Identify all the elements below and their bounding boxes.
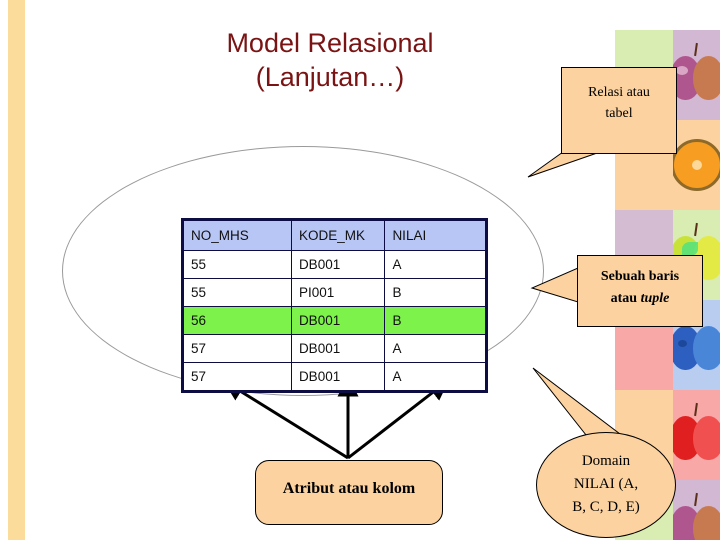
callout-atribut-label: Atribut atau kolom [282,480,416,497]
callout-sebuah-baris: Sebuah baris atau tuple [577,255,703,327]
column-header-kode-mk: KODE_MK [290,219,386,251]
table-row: 55 DB001 A [182,250,487,279]
cell-kode-mk: DB001 [290,334,386,363]
band-fruit-apple-magenta-icon [673,30,720,120]
column-header-nilai: NILAI [384,219,487,251]
callout-relasi-line-1: Relasi atau [588,85,650,100]
title-line-1: Model Relasional [226,28,434,58]
cell-kode-mk: DB001 [290,362,386,392]
cell-kode-mk: PI001 [290,278,386,307]
band-color-block [615,0,673,30]
cell-nilai: A [384,250,487,279]
callout-relasi-tabel: Relasi atau tabel [561,67,677,154]
callout-baris-line-2: atau tuple [578,288,702,310]
cell-kode-mk: DB001 [290,250,386,279]
band-fruit-orange-slice-icon [673,120,720,210]
cell-no-mhs: 57 [182,362,292,392]
cell-kode-mk: DB001 [290,306,386,335]
cell-no-mhs: 55 [182,278,292,307]
table-row: 57 DB001 A [182,334,487,363]
cell-nilai: A [384,362,487,392]
band-fruit-apple-magenta-icon [673,480,720,540]
relation-table: NO_MHS KODE_MK NILAI 55 DB001 A 55 PI001… [181,218,488,393]
callout-baris-line-1: Sebuah baris [600,269,680,284]
cell-nilai: B [384,278,487,307]
callout-domain-line-1: Domain [581,453,631,469]
band-color-block [673,0,720,30]
cell-nilai: B [384,306,487,335]
cell-no-mhs: 55 [182,250,292,279]
table-row: 57 DB001 A [182,362,487,392]
table-row: 55 PI001 B [182,278,487,307]
band-fruit-apple-red-icon [673,390,720,480]
callout-domain-nilai: Domain NILAI (A, B, C, D, E) [536,432,676,538]
callout-atribut-kolom: Atribut atau kolom [255,460,443,525]
callout-baris-tuple: tuple [640,291,670,306]
callout-domain-line-2: NILAI (A, [573,476,639,492]
callout-domain-line-3: B, C, D, E) [572,499,640,515]
slide-title: Model Relasional (Lanjutan…) [140,26,520,94]
cell-no-mhs: 56 [182,306,292,335]
left-decorative-stripe [8,0,25,540]
callout-relasi-line-2: tabel [605,106,633,121]
cell-no-mhs: 57 [182,334,292,363]
relation-table-container: NO_MHS KODE_MK NILAI 55 DB001 A 55 PI001… [181,218,488,393]
title-line-2: (Lanjutan…) [255,62,405,92]
cell-nilai: A [384,334,487,363]
callout-baris-prefix: atau [610,291,641,306]
column-header-no-mhs: NO_MHS [182,219,292,251]
table-row-highlighted: 56 DB001 B [182,306,487,335]
table-header-row: NO_MHS KODE_MK NILAI [182,219,487,251]
